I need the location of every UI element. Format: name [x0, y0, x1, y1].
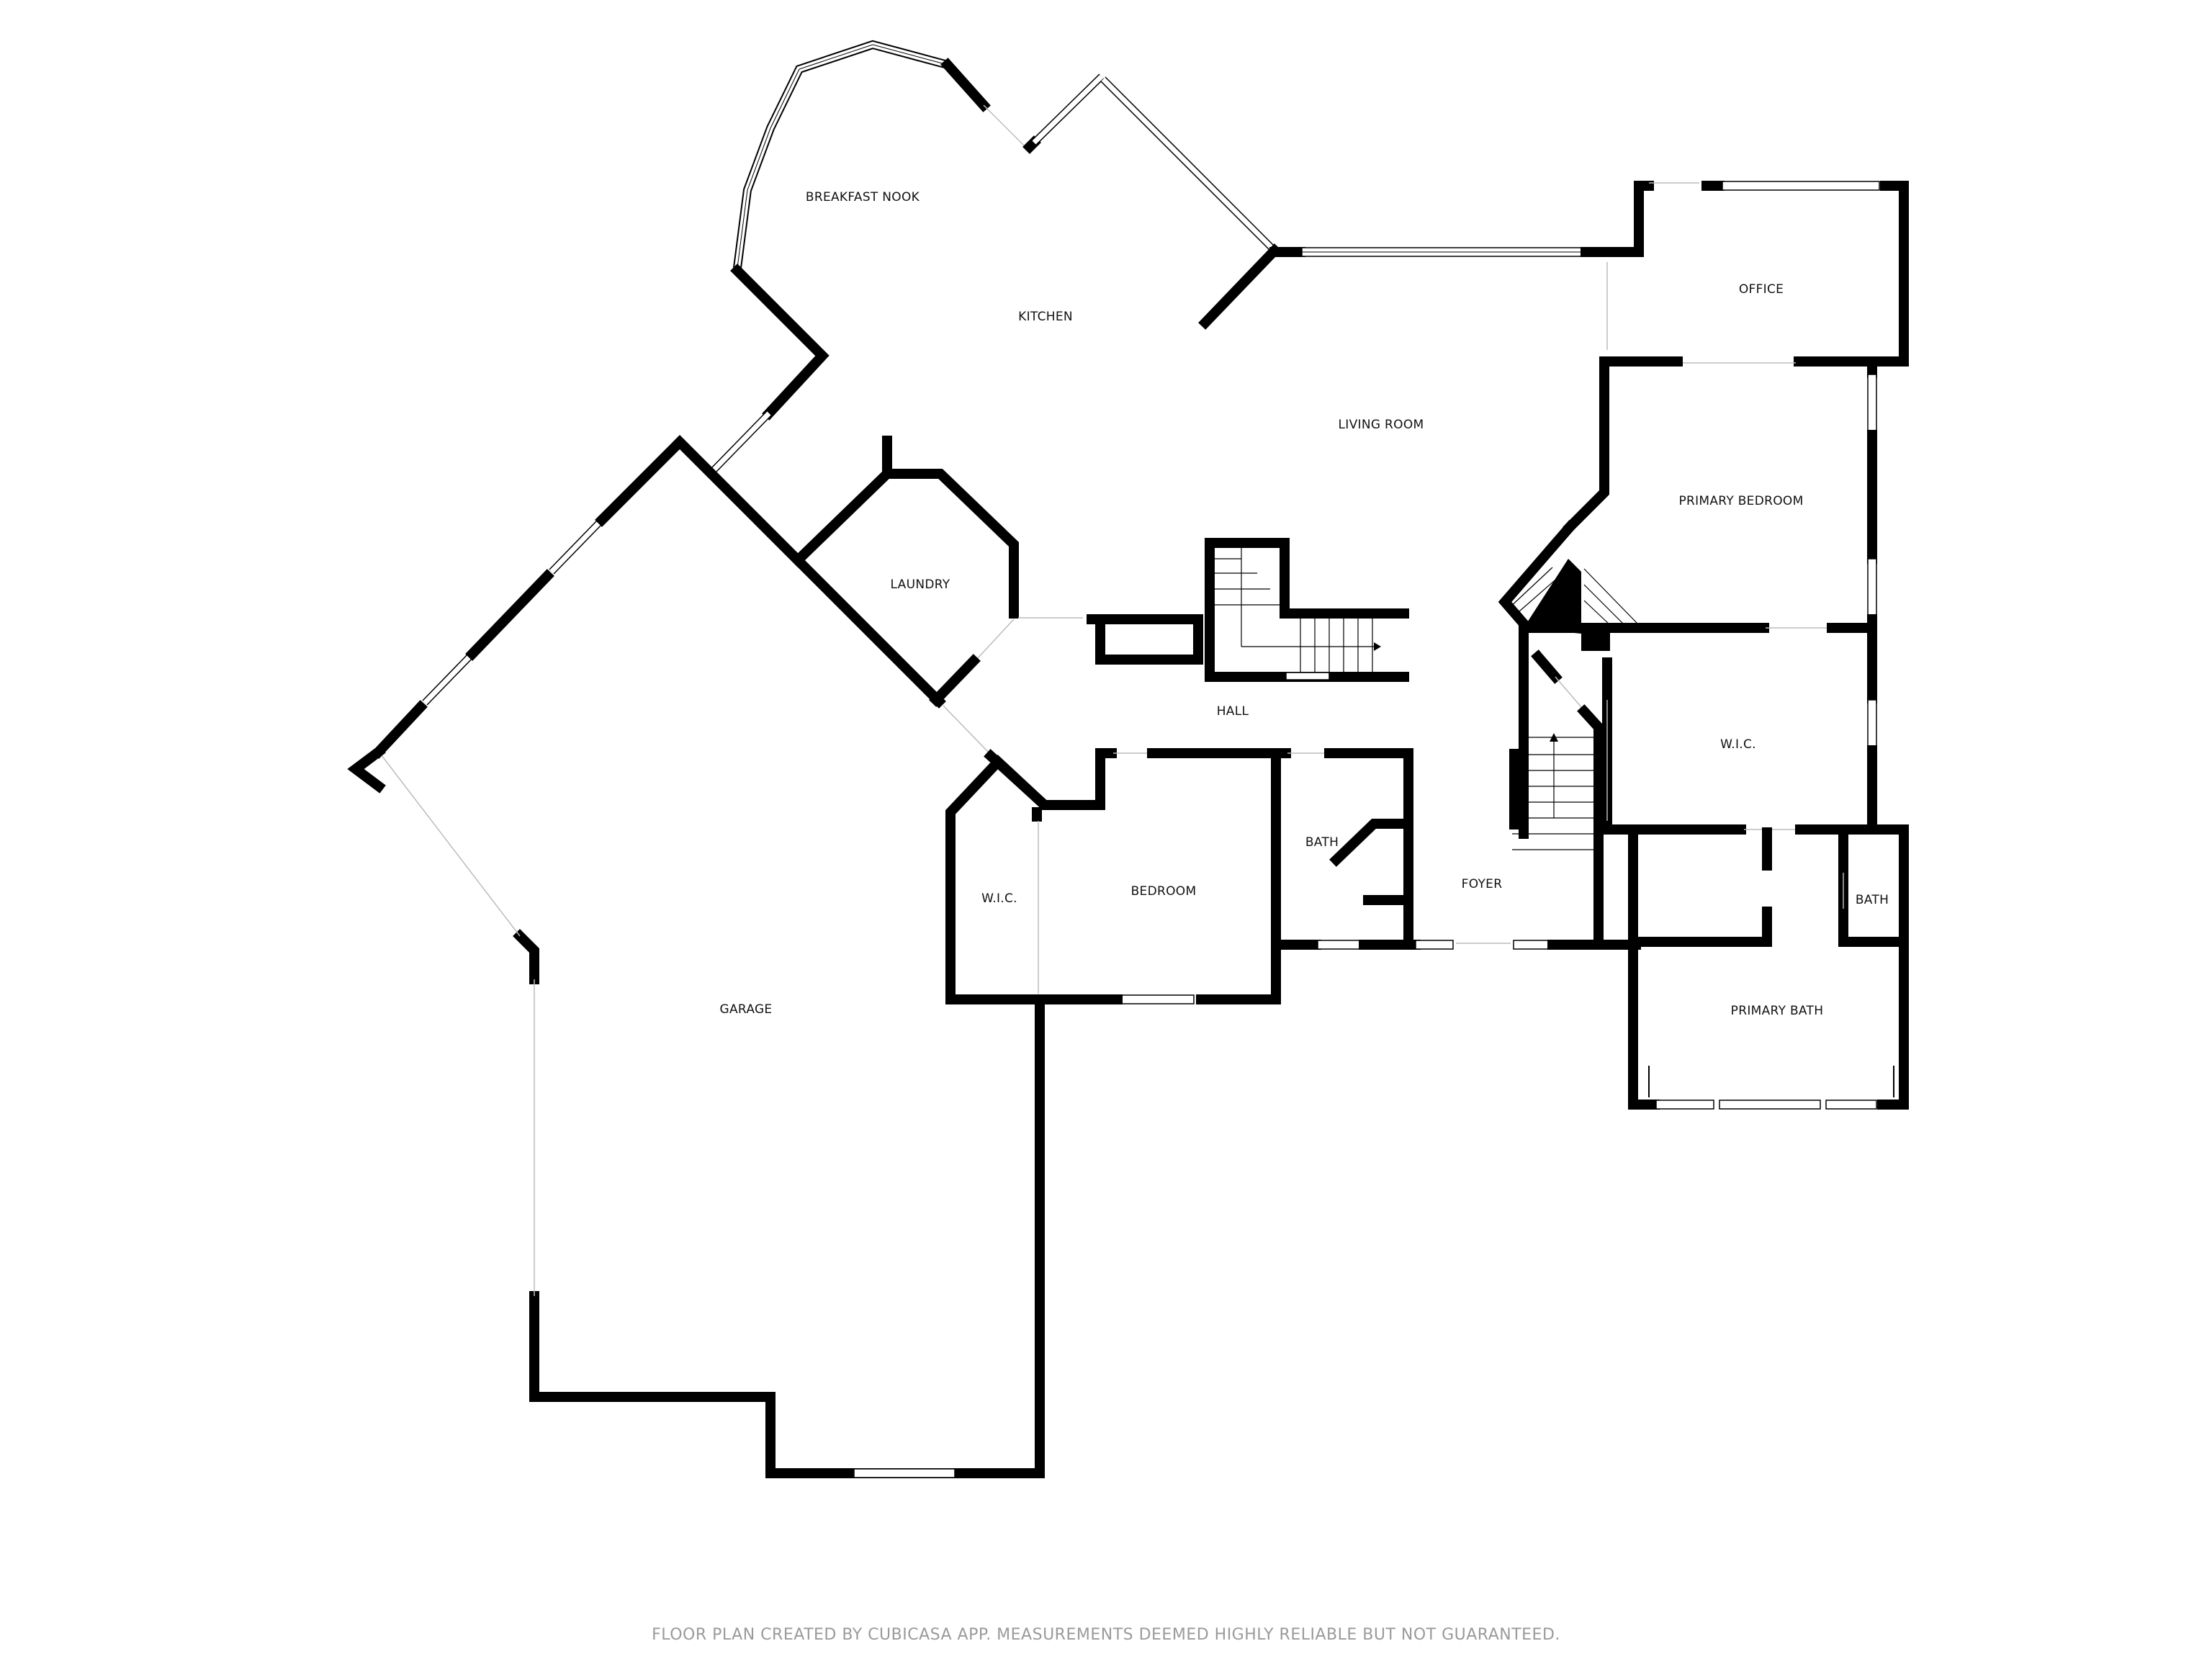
room-label-hall: HALL — [1216, 704, 1249, 719]
breakfast-nook-bay-windows — [733, 40, 949, 269]
room-label-garage: GARAGE — [719, 1002, 773, 1017]
room-label-office: OFFICE — [1738, 282, 1784, 297]
room-label-primary-bedroom: PRIMARY BEDROOM — [1678, 494, 1804, 508]
room-label-bath-hall: BATH — [1305, 835, 1339, 850]
room-label-kitchen: KITCHEN — [1018, 310, 1073, 324]
room-label-living-room: LIVING ROOM — [1338, 418, 1424, 432]
room-label-breakfast-nook: BREAKFAST NOOK — [805, 190, 920, 204]
room-label-wic-primary: W.I.C. — [1720, 737, 1756, 752]
room-label-laundry: LAUNDRY — [890, 577, 950, 592]
room-label-bath-primary: BATH — [1855, 893, 1889, 907]
room-label-wic-bedroom: W.I.C. — [981, 891, 1017, 906]
room-label-foyer: FOYER — [1461, 877, 1503, 891]
footer-disclaimer: FLOOR PLAN CREATED BY CUBICASA APP. MEAS… — [652, 1626, 1560, 1644]
room-label-bedroom: BEDROOM — [1130, 884, 1197, 899]
room-label-primary-bath: PRIMARY BATH — [1730, 1004, 1824, 1018]
